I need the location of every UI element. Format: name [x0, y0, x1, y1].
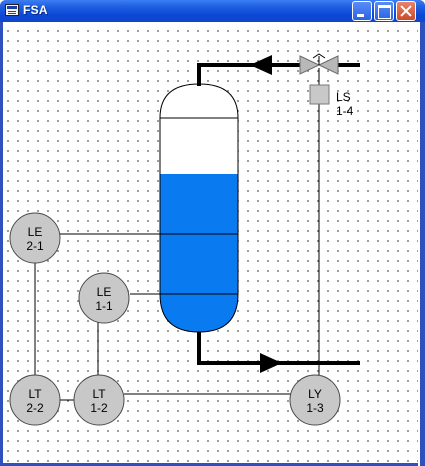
valve-body-left-icon [299, 55, 321, 75]
lt22-tag: LT [28, 387, 42, 401]
instrument-le21[interactable]: LE 2-1 [9, 212, 61, 264]
lt22-number: 2-2 [26, 401, 44, 415]
instrument-bubble [73, 374, 125, 426]
instrument-bubble [78, 272, 130, 324]
outlet-pipe [197, 332, 360, 365]
ly13-tag: LY [308, 387, 322, 401]
le21-number: 2-1 [26, 239, 44, 253]
app-icon[interactable] [5, 4, 19, 16]
instrument-bubble [9, 374, 61, 426]
instrument-bubble [289, 374, 341, 426]
instrument-lt22[interactable]: LT 2-2 [9, 374, 61, 426]
le11-number: 1-1 [95, 299, 113, 313]
level-switch-ls14[interactable]: LS 1-4 [309, 84, 354, 118]
title-bar[interactable]: FSA [0, 0, 425, 22]
lt12-tag: LT [92, 387, 106, 401]
valve-actuator-icon [312, 53, 326, 59]
valve-body-right-icon [317, 55, 339, 75]
ls14-number: 1-4 [336, 104, 354, 118]
minimize-button[interactable] [352, 1, 372, 21]
window-title: FSA [23, 3, 48, 17]
ls14-tag: LS [336, 90, 351, 104]
lt12-number: 1-2 [90, 401, 108, 415]
instrument-bubble [9, 212, 61, 264]
close-button[interactable] [396, 1, 416, 21]
maximize-button[interactable] [374, 1, 394, 21]
instrument-lt12[interactable]: LT 1-2 [73, 374, 125, 426]
vessel[interactable] [159, 83, 239, 333]
instrument-ly13[interactable]: LY 1-3 [289, 374, 341, 426]
vessel-liquid [160, 174, 238, 332]
instrument-le11[interactable]: LE 1-1 [78, 272, 130, 324]
level-switch-box [309, 84, 330, 105]
control-valve[interactable] [299, 53, 339, 75]
le21-tag: LE [28, 225, 43, 239]
le11-tag: LE [97, 285, 112, 299]
inlet-pipe [197, 63, 300, 86]
window-border [418, 22, 425, 466]
signal-lines [34, 68, 320, 401]
vessel-empty-space [160, 84, 238, 174]
ly13-number: 1-3 [306, 401, 324, 415]
outlet-flow-arrow-icon [260, 353, 282, 373]
inlet-flow-arrow-icon [250, 55, 272, 75]
